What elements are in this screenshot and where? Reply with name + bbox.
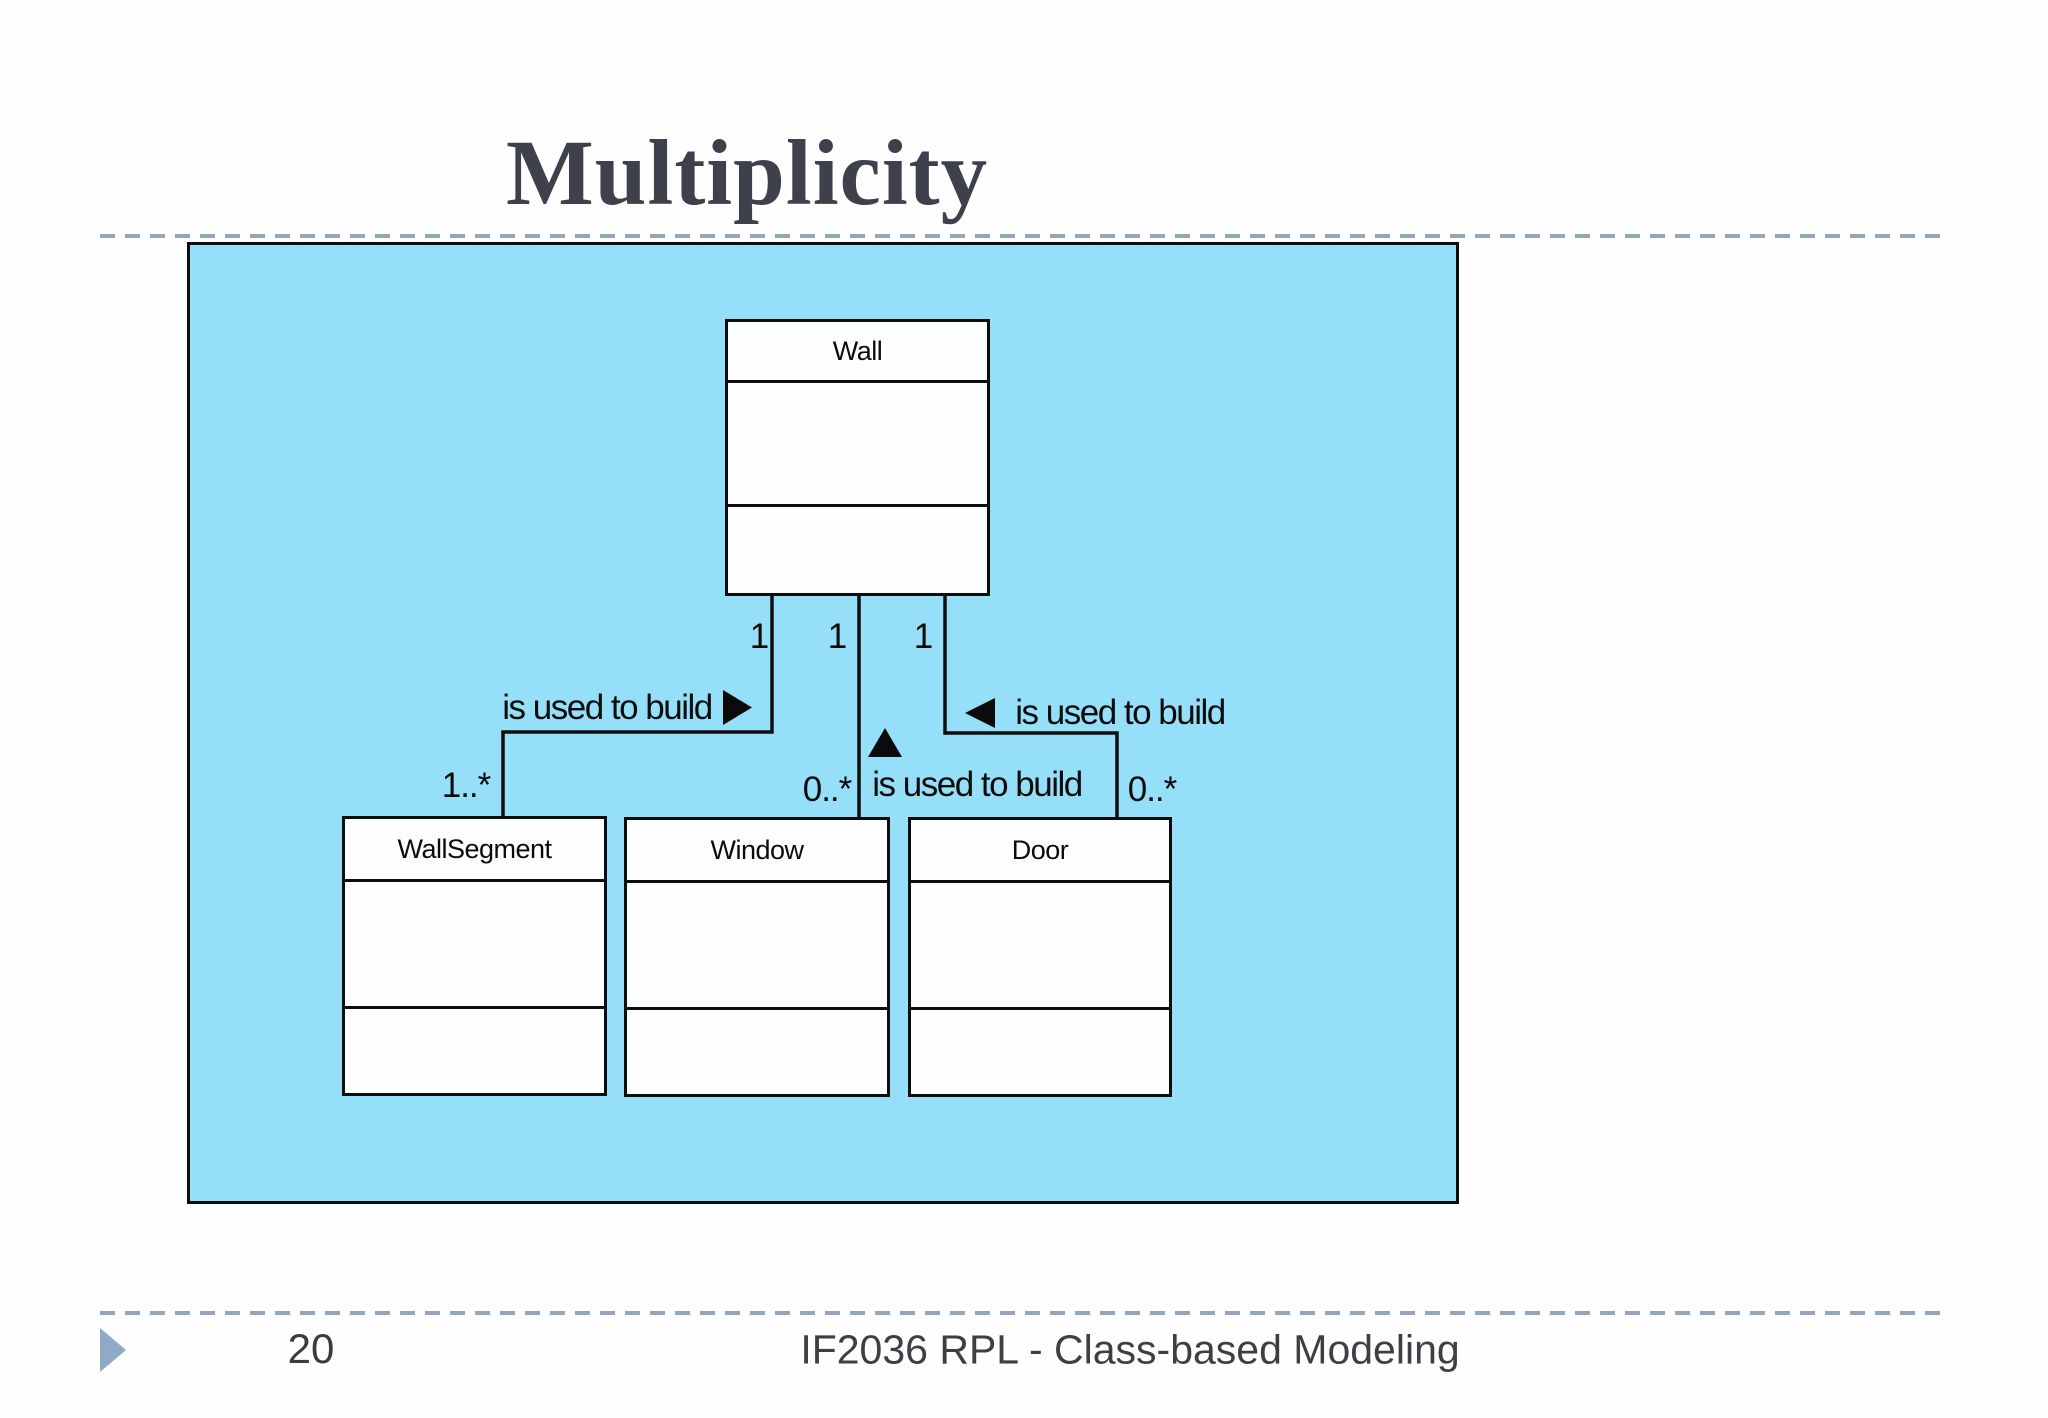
footer-course-title: IF2036 RPL - Class-based Modeling (800, 1326, 1460, 1373)
uml-attributes-compartment (627, 883, 887, 1010)
uml-class-wall: Wall (725, 319, 990, 596)
uml-class-name: Door (911, 820, 1169, 883)
association-label-wallsegment: is used to build (502, 688, 713, 727)
uml-class-wallsegment: WallSegment (342, 816, 607, 1096)
footer-nav-arrow-icon (100, 1328, 126, 1372)
uml-attributes-compartment (911, 883, 1169, 1010)
reading-direction-up-icon (868, 728, 902, 757)
multiplicity-wall-door: 1 (913, 617, 933, 656)
uml-attributes-compartment (345, 882, 604, 1009)
association-line-wall-door (943, 596, 1119, 817)
association-label-door: is used to build (1015, 693, 1226, 732)
footer-divider-dashed-line (100, 1311, 1945, 1315)
uml-class-door: Door (908, 817, 1172, 1097)
multiplicity-wallsegment: 1..* (441, 766, 492, 805)
uml-attributes-compartment (728, 383, 987, 507)
uml-class-name: Wall (728, 322, 987, 383)
reading-direction-left-icon (965, 698, 995, 728)
uml-operations-compartment (911, 1010, 1169, 1094)
association-line-wall-wallsegment (501, 596, 774, 816)
footer-page-number: 20 (287, 1325, 335, 1372)
multiplicity-window: 0..* (802, 770, 853, 809)
association-connectors (501, 596, 1119, 817)
multiplicity-door: 0..* (1127, 770, 1178, 809)
multiplicity-wall-window: 1 (827, 617, 847, 656)
uml-operations-compartment (728, 507, 987, 593)
uml-class-name: WallSegment (345, 819, 604, 882)
uml-class-window: Window (624, 817, 890, 1097)
uml-diagram-canvas: Wall WallSegment Window Door 1 1 1 is us… (187, 242, 1459, 1204)
uml-operations-compartment (627, 1010, 887, 1094)
multiplicity-wall-wallsegment: 1 (749, 617, 769, 656)
title-divider-dashed-line (100, 234, 1945, 238)
uml-operations-compartment (345, 1009, 604, 1093)
uml-class-name: Window (627, 820, 887, 883)
slide-title: Multiplicity (506, 122, 989, 225)
association-label-window: is used to build (872, 765, 1083, 804)
reading-direction-right-icon (723, 690, 752, 725)
